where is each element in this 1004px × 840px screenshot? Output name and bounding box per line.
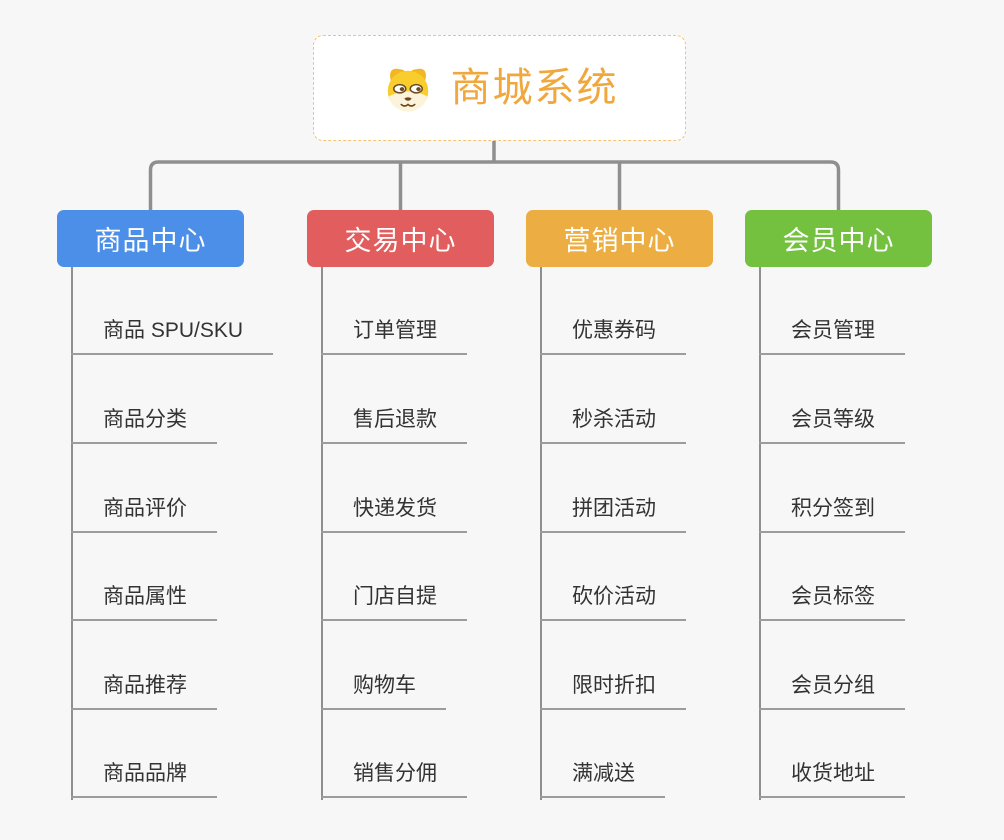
leaf-node[interactable]: 会员等级	[759, 406, 905, 444]
branch-node-member-center[interactable]: 会员中心	[745, 210, 932, 267]
leaf-node[interactable]: 会员标签	[759, 583, 905, 621]
root-node-mall-system[interactable]: 商城系统	[313, 35, 686, 141]
branch-node-marketing-center[interactable]: 营销中心	[526, 210, 713, 267]
branch-spine-line	[759, 267, 761, 800]
leaf-node[interactable]: 销售分佣	[321, 760, 467, 798]
dog-face-icon	[381, 61, 435, 115]
leaf-node[interactable]: 售后退款	[321, 406, 467, 444]
branch-node-product-center[interactable]: 商品中心	[57, 210, 244, 267]
leaf-node[interactable]: 限时折扣	[540, 672, 686, 710]
leaf-node[interactable]: 商品 SPU/SKU	[71, 317, 274, 355]
root-node-title: 商城系统	[450, 66, 619, 110]
leaf-node[interactable]: 会员分组	[759, 672, 905, 710]
leaf-node[interactable]: 商品推荐	[71, 672, 217, 710]
leaf-node[interactable]: 拼团活动	[540, 495, 686, 533]
branch-spine-line	[540, 267, 542, 800]
leaf-node[interactable]: 门店自提	[321, 583, 467, 621]
leaf-node[interactable]: 秒杀活动	[540, 406, 686, 444]
leaf-node[interactable]: 会员管理	[759, 317, 905, 355]
leaf-node[interactable]: 砍价活动	[540, 583, 686, 621]
leaf-node[interactable]: 商品品牌	[71, 760, 217, 798]
leaf-node[interactable]: 优惠券码	[540, 317, 686, 355]
leaf-node[interactable]: 积分签到	[759, 495, 905, 533]
leaf-node[interactable]: 商品属性	[71, 583, 217, 621]
leaf-node[interactable]: 快递发货	[321, 495, 467, 533]
branch-spine-line	[321, 267, 323, 800]
leaf-node[interactable]: 订单管理	[321, 317, 467, 355]
leaf-node[interactable]: 商品评价	[71, 495, 217, 533]
branch-spine-line	[71, 267, 73, 800]
leaf-node[interactable]: 满减送	[540, 760, 665, 798]
leaf-node[interactable]: 购物车	[321, 672, 446, 710]
leaf-node[interactable]: 商品分类	[71, 406, 217, 444]
branch-node-trade-center[interactable]: 交易中心	[307, 210, 494, 267]
leaf-node[interactable]: 收货地址	[759, 760, 905, 798]
